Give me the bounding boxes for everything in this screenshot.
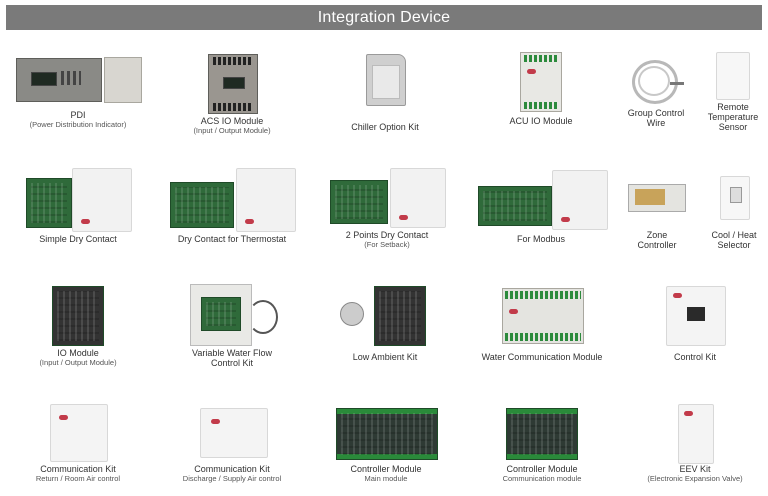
product-variable-water-flow-control-kit[interactable]: Variable Water Flow Control Kit bbox=[170, 284, 294, 368]
product-communication-kit-return[interactable]: Communication Kit Return / Room Air cont… bbox=[22, 402, 134, 483]
product-acs-io-module[interactable]: ACS IO Module (Input / Output Module) bbox=[170, 52, 294, 135]
product-sublabel: Discharge / Supply Air control bbox=[182, 474, 282, 483]
product-label: Simple Dry Contact bbox=[39, 234, 117, 244]
enclosure-image bbox=[552, 170, 608, 230]
enclosure-image bbox=[200, 408, 268, 458]
product-controller-module-communication[interactable]: Controller Module Communication module bbox=[482, 402, 602, 483]
product-label: IO Module bbox=[57, 348, 99, 358]
product-sublabel: Main module bbox=[364, 474, 408, 483]
control-panel-image bbox=[666, 286, 726, 346]
product-sublabel: Communication module bbox=[502, 474, 582, 483]
pcb-image bbox=[330, 180, 388, 224]
enclosure-image bbox=[678, 404, 714, 464]
enclosure-image bbox=[236, 168, 296, 232]
product-water-communication-module[interactable]: Water Communication Module bbox=[472, 284, 612, 362]
control-box-image bbox=[190, 284, 252, 346]
product-control-kit[interactable]: Control Kit bbox=[640, 284, 750, 362]
pcb-image bbox=[506, 408, 578, 460]
sensor-bundle-image bbox=[340, 302, 364, 326]
cable-icon bbox=[248, 300, 278, 334]
product-label: Low Ambient Kit bbox=[352, 352, 418, 362]
product-acu-io-module[interactable]: ACU IO Module bbox=[486, 52, 596, 126]
product-sublabel: (Input / Output Module) bbox=[193, 126, 271, 135]
product-label: Zone Controller bbox=[637, 230, 677, 250]
product-sublabel: (Power Distribution Indicator) bbox=[29, 120, 127, 129]
product-label: Control Kit bbox=[673, 352, 717, 362]
wire-coil-icon bbox=[638, 66, 670, 96]
section-title: Integration Device bbox=[317, 9, 451, 26]
product-sublabel: Return / Room Air control bbox=[35, 474, 121, 483]
product-sublabel: (Electronic Expansion Valve) bbox=[647, 474, 743, 483]
product-2-points-dry-contact[interactable]: 2 Points Dry Contact (For Setback) bbox=[322, 168, 452, 249]
product-label: ACS IO Module bbox=[200, 116, 264, 126]
product-label: EEV Kit bbox=[679, 464, 711, 474]
enclosure-image bbox=[72, 168, 132, 232]
pcb-image bbox=[170, 182, 234, 228]
acu-io-module-image bbox=[520, 52, 562, 112]
product-controller-module-main[interactable]: Controller Module Main module bbox=[326, 402, 446, 483]
product-eev-kit[interactable]: EEV Kit (Electronic Expansion Valve) bbox=[636, 402, 754, 483]
sd-card-icon bbox=[366, 54, 406, 106]
product-label: Group Control Wire bbox=[627, 108, 685, 128]
product-label: Dry Contact for Thermostat bbox=[177, 234, 287, 244]
product-label: Communication Kit bbox=[40, 464, 116, 474]
product-label: Variable Water Flow Control Kit bbox=[191, 348, 273, 368]
enclosure-image bbox=[390, 168, 446, 228]
pcb-image bbox=[478, 186, 552, 226]
product-pdi[interactable]: PDI (Power Distribution Indicator) bbox=[10, 52, 146, 129]
product-label: Water Communication Module bbox=[481, 352, 603, 362]
product-dry-contact-for-thermostat[interactable]: Dry Contact for Thermostat bbox=[166, 168, 298, 244]
pcb-image bbox=[26, 178, 72, 228]
product-zone-controller[interactable]: Zone Controller bbox=[622, 168, 692, 250]
product-label: Controller Module bbox=[506, 464, 578, 474]
sensor-image bbox=[716, 52, 750, 100]
enclosure-image bbox=[50, 404, 108, 462]
product-communication-kit-discharge[interactable]: Communication Kit Discharge / Supply Air… bbox=[170, 402, 294, 483]
product-cool-heat-selector[interactable]: Cool / Heat Selector bbox=[702, 168, 766, 250]
pdi-expansion-unit-image bbox=[104, 57, 142, 103]
product-label: Chiller Option Kit bbox=[351, 122, 419, 132]
pdi-main-unit-image bbox=[16, 58, 102, 102]
product-io-module[interactable]: IO Module (Input / Output Module) bbox=[18, 284, 138, 367]
selector-switch-image bbox=[720, 176, 750, 220]
pcb-image bbox=[52, 286, 104, 346]
din-rail-module-image bbox=[502, 288, 584, 344]
acs-io-module-image bbox=[208, 54, 258, 114]
product-label: Controller Module bbox=[350, 464, 422, 474]
product-label: Communication Kit bbox=[194, 464, 270, 474]
product-simple-dry-contact[interactable]: Simple Dry Contact bbox=[10, 168, 146, 244]
pcb-image bbox=[374, 286, 426, 346]
product-label: ACU IO Module bbox=[509, 116, 573, 126]
product-label: PDI bbox=[70, 110, 86, 120]
section-header: Integration Device bbox=[6, 5, 762, 30]
product-label: 2 Points Dry Contact bbox=[345, 230, 429, 240]
product-label: For Modbus bbox=[516, 234, 566, 244]
product-low-ambient-kit[interactable]: Low Ambient Kit bbox=[330, 284, 440, 362]
product-label: Remote Temperature Sensor bbox=[707, 102, 759, 132]
product-group-control-wire[interactable]: Group Control Wire bbox=[620, 52, 692, 128]
product-label: Cool / Heat Selector bbox=[711, 230, 757, 250]
product-sublabel: (Input / Output Module) bbox=[39, 358, 117, 367]
product-for-modbus[interactable]: For Modbus bbox=[474, 168, 608, 244]
product-chiller-option-kit[interactable]: Chiller Option Kit bbox=[330, 52, 440, 132]
zone-controller-image bbox=[628, 184, 686, 212]
pcb-image bbox=[336, 408, 438, 460]
product-sublabel: (For Setback) bbox=[364, 240, 410, 249]
product-remote-temperature-sensor[interactable]: Remote Temperature Sensor bbox=[700, 52, 766, 132]
